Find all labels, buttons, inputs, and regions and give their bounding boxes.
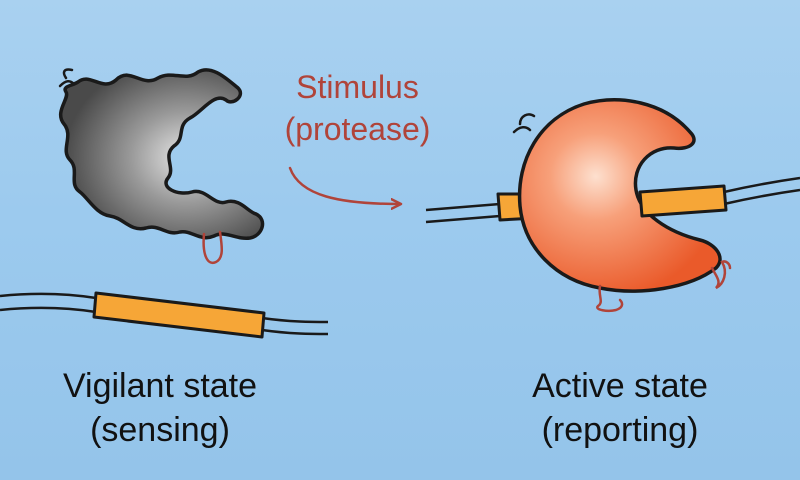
active-state-label: Active state (reporting) <box>500 364 740 452</box>
stimulus-label: Stimulus (protease) <box>255 66 460 150</box>
vigilant-protein-tail <box>62 68 74 80</box>
stimulus-label-line2: (protease) <box>284 111 431 147</box>
vigilant-substrate <box>0 291 329 339</box>
stimulus-arrow <box>288 166 400 204</box>
vigilant-protein-loop <box>202 230 223 265</box>
active-protein-right-tail <box>710 260 732 290</box>
vigilant-substrate-bar <box>92 291 266 339</box>
active-protein-top-tail-2 <box>512 126 532 134</box>
active-protein-top-tail <box>518 113 536 126</box>
active-substrate-right-bar <box>638 184 728 218</box>
vigilant-state-label: Vigilant state (sensing) <box>30 364 290 452</box>
active-protein-bottom-tail <box>596 284 624 313</box>
vigilant-protein <box>58 68 265 265</box>
vigilant-protein-body <box>58 68 265 240</box>
vigilant-state-title: Vigilant state <box>62 367 258 405</box>
stimulus-label-line1: Stimulus <box>296 69 419 105</box>
active-protein <box>512 98 732 313</box>
active-state-subtitle: (reporting) <box>541 411 699 449</box>
active-state-title: Active state <box>532 367 708 405</box>
vigilant-state-subtitle: (sensing) <box>90 411 230 449</box>
active-protein-body <box>517 98 722 293</box>
